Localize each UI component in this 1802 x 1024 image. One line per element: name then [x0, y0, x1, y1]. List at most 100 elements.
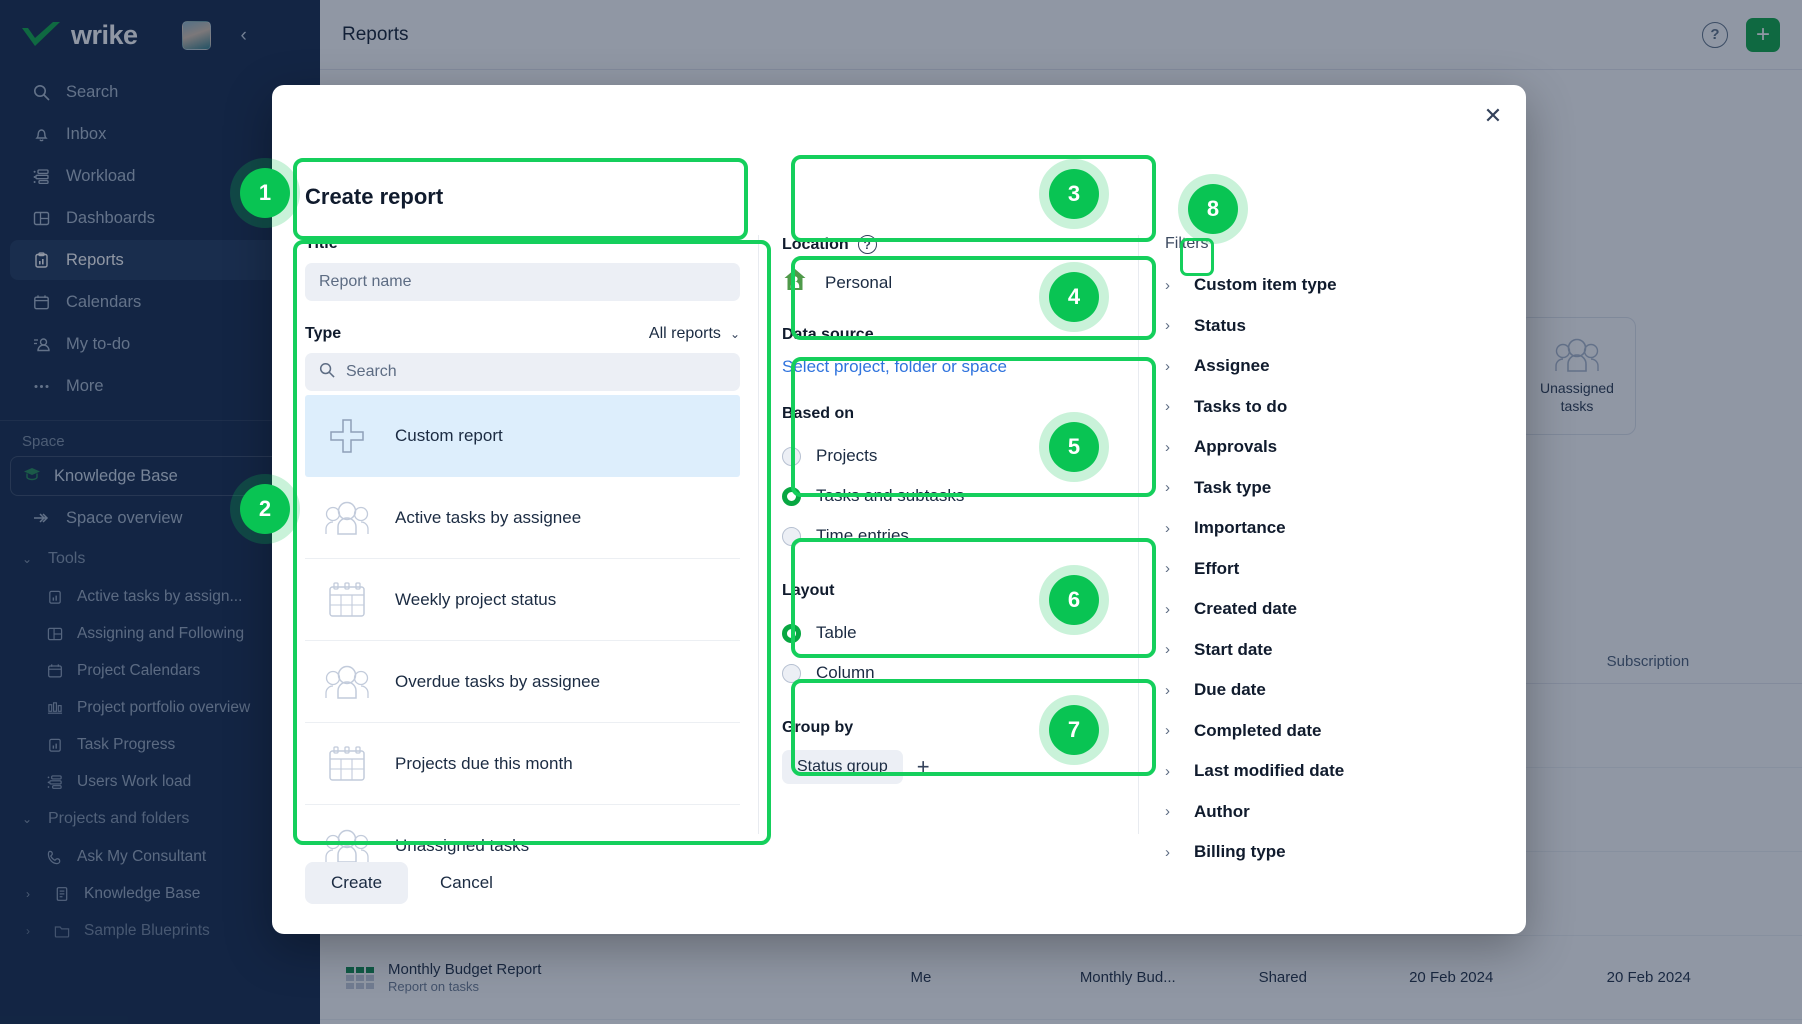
report-type-projects-due-this-month[interactable]: Projects due this month [305, 723, 740, 805]
sidebar-item-label: Project portfolio overview [77, 698, 251, 716]
brand-logo[interactable]: wrike [20, 20, 138, 51]
filter-task-type[interactable]: › Task type [1165, 468, 1506, 509]
collapse-sidebar-icon[interactable]: ‹ [240, 24, 247, 46]
filter-effort[interactable]: › Effort [1165, 549, 1506, 590]
annotation-badge-5: 5 [1049, 422, 1099, 472]
avatar[interactable] [181, 20, 211, 50]
dialog-title: Create report [305, 184, 444, 209]
chevron-right-icon[interactable]: › [26, 886, 30, 901]
report-icon [32, 251, 51, 270]
sidebar-tool-assigning-and-following[interactable]: Assigning and Following [0, 615, 320, 652]
report-type-weekly-project-status[interactable]: Weekly project status [305, 559, 740, 641]
cell-created: 20 Feb 2024 [1409, 969, 1494, 986]
report-icon [46, 588, 64, 606]
filter-start-date[interactable]: › Start date [1165, 630, 1506, 671]
chevron-right-icon: › [1165, 681, 1170, 699]
chevron-right-icon[interactable]: › [26, 923, 30, 938]
layout-label: Layout [782, 582, 835, 599]
filter-billing-type[interactable]: › Billing type [1165, 832, 1506, 873]
filter-last-modified-date[interactable]: › Last modified date [1165, 751, 1506, 792]
sidebar-item-my-to-do[interactable]: My to-do [10, 324, 310, 364]
sidebar-item-space-overview[interactable]: Space overview [10, 498, 310, 538]
dialog-footer: Create Cancel [305, 862, 511, 904]
location-value: Personal [825, 272, 893, 292]
wrike-logo-icon [22, 22, 60, 46]
based-on-option-time-entries[interactable]: Time entries [782, 516, 1126, 556]
report-type-label: Weekly project status [395, 589, 557, 609]
sidebar-item-search[interactable]: Search [10, 72, 310, 112]
sidebar-project-sample-blueprints[interactable]: › Sample Blueprints [0, 912, 320, 949]
sidebar-item-inbox[interactable]: Inbox [10, 114, 310, 154]
based-on-option-tasks-and-subtasks[interactable]: Tasks and subtasks [782, 476, 1126, 516]
sidebar-project-knowledge-base[interactable]: › Knowledge Base [0, 875, 320, 912]
chevron-right-icon: › [1165, 803, 1170, 821]
sidebar-tool-project-portfolio-overview[interactable]: Project portfolio overview [0, 689, 320, 726]
calendar-icon [32, 293, 51, 312]
chevron-down-icon: ⌄ [729, 327, 740, 341]
workload-icon [46, 773, 64, 791]
filter-label: Custom item type [1194, 275, 1337, 295]
report-type-label: Overdue tasks by assignee [395, 671, 601, 691]
annotation-badge-1: 1 [240, 168, 290, 218]
sidebar-item-workload[interactable]: Workload [10, 156, 310, 196]
help-icon[interactable]: ? [1702, 21, 1728, 48]
type-section: Type All reports ⌄ Search [305, 325, 740, 887]
filter-due-date[interactable]: › Due date [1165, 670, 1506, 711]
plus-icon [321, 414, 373, 458]
search-placeholder: Search [346, 363, 397, 380]
sidebar-item-label: More [66, 376, 104, 395]
filter-approvals[interactable]: › Approvals [1165, 427, 1506, 468]
cell-sharing: Shared [1258, 969, 1307, 986]
question-icon[interactable]: ? [857, 235, 877, 254]
header-actions: ? + [1702, 17, 1780, 52]
location-value-row[interactable]: Personal [782, 267, 1126, 298]
sidebar-divider [0, 420, 320, 421]
filter-status[interactable]: › Status [1165, 306, 1506, 347]
sidebar-item-calendars[interactable]: Calendars [10, 282, 310, 322]
select-data-source-link[interactable]: Select project, folder or space [782, 357, 1007, 376]
filter-assignee[interactable]: › Assignee [1165, 346, 1506, 387]
report-type-overdue-tasks-by-assignee[interactable]: Overdue tasks by assignee [305, 641, 740, 723]
sidebar-tool-project-calendars[interactable]: Project Calendars [0, 652, 320, 689]
layout-option-column[interactable]: Column [782, 653, 1126, 693]
type-search-input[interactable]: Search [305, 353, 740, 391]
type-label: Type [305, 325, 342, 342]
report-template-card-unassigned-tasks[interactable]: Unassigned tasks [1518, 317, 1636, 435]
home-icon [782, 267, 808, 298]
create-button[interactable]: Create [305, 862, 409, 904]
sidebar-tool-active-tasks-by-assignee[interactable]: Active tasks by assign... [0, 578, 320, 615]
title-input-placeholder: Report name [319, 273, 412, 290]
sidebar-tool-task-progress[interactable]: Task Progress [0, 726, 320, 763]
sidebar-item-reports[interactable]: Reports [10, 240, 310, 280]
filter-completed-date[interactable]: › Completed date [1165, 711, 1506, 752]
cancel-button[interactable]: Cancel [440, 873, 493, 892]
sidebar-project-ask-my-consultant[interactable]: Ask My Consultant [0, 838, 320, 875]
sidebar-category-projects-and-folders[interactable]: ⌄ Projects and folders [0, 800, 320, 838]
sidebar-item-label: Inbox [66, 124, 107, 143]
title-field-group: Title Report name [305, 235, 740, 301]
workload-icon [32, 167, 51, 186]
filter-tasks-to-do[interactable]: › Tasks to do [1165, 387, 1506, 428]
filter-custom-item-type[interactable]: › Custom item type [1165, 265, 1506, 306]
sidebar-item-dashboards[interactable]: Dashboards [10, 198, 310, 238]
table-row[interactable]: Monthly Budget Report Report on tasks Me… [320, 936, 1802, 1020]
create-new-button[interactable]: + [1746, 17, 1780, 52]
chevron-right-icon: › [1165, 762, 1170, 780]
location-label: Location [782, 235, 849, 253]
sidebar-item-knowledge-base-space[interactable]: Knowledge Base [10, 456, 310, 496]
title-input[interactable]: Report name [305, 263, 740, 301]
filter-created-date[interactable]: › Created date [1165, 589, 1506, 630]
sidebar-item-more[interactable]: More [10, 366, 310, 406]
filter-importance[interactable]: › Importance [1165, 508, 1506, 549]
type-filter-dropdown[interactable]: All reports ⌄ [649, 325, 740, 343]
report-type-custom-report[interactable]: Custom report [305, 395, 740, 477]
close-icon[interactable]: ✕ [1483, 103, 1503, 128]
report-type-active-tasks-by-assignee[interactable]: Active tasks by assignee [305, 477, 740, 559]
filter-author[interactable]: › Author [1165, 792, 1506, 833]
arrow-enter-icon [32, 509, 51, 528]
portfolio-icon [46, 699, 64, 717]
group-by-chip-status-group[interactable]: Status group [782, 750, 903, 784]
sidebar-category-tools[interactable]: ⌄ Tools [0, 540, 320, 578]
sidebar-tool-users-work-load[interactable]: Users Work load [0, 763, 320, 800]
